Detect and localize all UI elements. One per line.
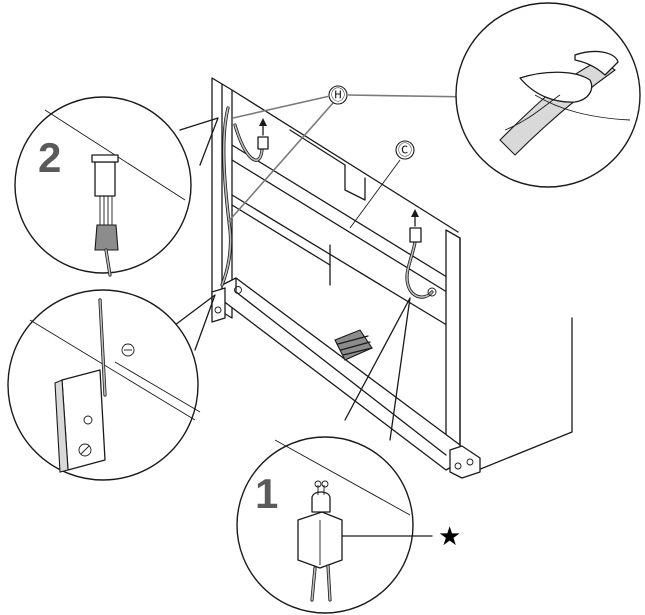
back-board-lower-edge: [231, 194, 456, 331]
foot-bracket-zoom: [61, 369, 106, 471]
foot-screw-zoom: [78, 443, 92, 457]
left-foot-bracket: [211, 287, 226, 323]
callout-h: Ⓗ: [227, 85, 481, 223]
back-board-upper-rail: [231, 144, 456, 283]
zoom-step-2: 2: [14, 96, 219, 277]
left-foot-screw: [214, 306, 222, 314]
connector-2: [257, 136, 269, 150]
leader-h-3: [347, 94, 476, 98]
callout-c: Ⓒ: [349, 140, 415, 229]
plug-2: [94, 161, 116, 197]
zoom-step-1: 1 ★: [236, 297, 461, 614]
cabinet-right-wall: [459, 237, 573, 476]
connector-1: [409, 227, 422, 243]
rail-screw-zoom: [121, 343, 135, 357]
part-h-label: Ⓗ: [331, 88, 345, 104]
part-c-label: Ⓒ: [398, 143, 412, 159]
cables: [220, 106, 437, 299]
leader-c: [349, 159, 401, 229]
star-icon: ★: [438, 522, 461, 552]
zoom-clamp: [455, 2, 641, 188]
right-foot-screw: [454, 462, 462, 470]
piano-frame: [211, 77, 573, 479]
right-side-panel: [445, 229, 461, 471]
zoom-foot: [7, 289, 216, 481]
step-2-number: 2: [38, 134, 61, 181]
leader-h-2: [227, 102, 334, 223]
leader-h-1: [232, 95, 331, 119]
right-foot-bracket: [449, 445, 481, 479]
back-board-top-edge: [231, 89, 459, 233]
step-1-number: 1: [255, 470, 278, 517]
rail-screw: [234, 286, 242, 294]
